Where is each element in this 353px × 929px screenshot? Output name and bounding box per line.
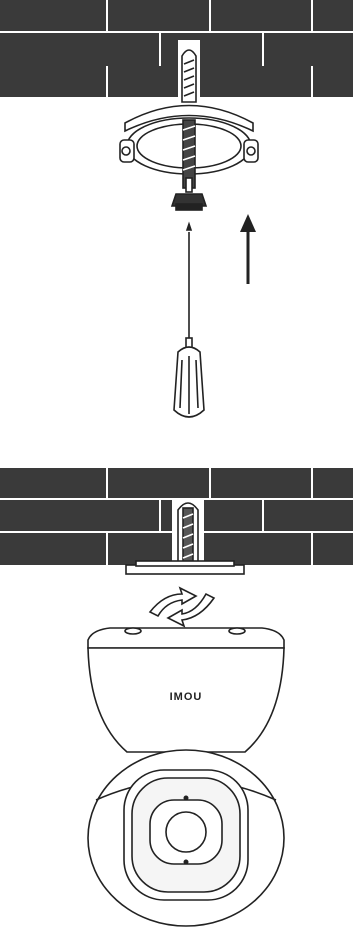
camera-sensor-dot <box>184 796 189 801</box>
arrow-up-icon <box>240 214 256 284</box>
wall-top <box>0 0 353 97</box>
mounted-bracket-plate <box>126 561 244 574</box>
camera-lens-icon <box>166 812 206 852</box>
camera-base <box>88 628 284 752</box>
wall-anchor-top <box>182 50 196 102</box>
rotate-arrows-icon <box>150 588 214 626</box>
wall-anchor-bottom <box>178 503 198 566</box>
camera-mic-dot <box>184 860 189 865</box>
wall-bottom <box>0 468 353 566</box>
screwdriver-icon <box>174 224 204 417</box>
camera-brand-label: IMOU <box>170 691 203 703</box>
